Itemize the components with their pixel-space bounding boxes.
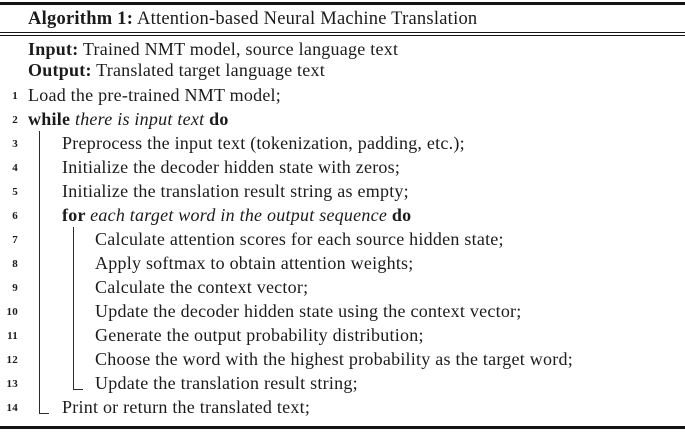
line-number: 6 [12, 210, 18, 222]
bottom-rule [0, 426, 685, 429]
algorithm-caption: Algorithm 1: Attention-based Neural Mach… [0, 5, 685, 32]
line-content: Calculate attention scores for each sour… [95, 227, 504, 251]
line-content: while there is input text do [28, 107, 229, 131]
statement-text: Update the decoder hidden state using th… [95, 301, 522, 321]
line-number: 3 [12, 138, 18, 150]
line-content: Update the translation result string; [95, 371, 358, 395]
keyword-text: do [387, 205, 412, 225]
algorithm-caption-label: Algorithm 1: [28, 9, 134, 29]
statement-text: Initialize the decoder hidden state with… [62, 157, 401, 177]
statement-text: Preprocess the input text (tokenization,… [62, 133, 465, 153]
algorithm-line: 6 for each target word in the output sequ… [0, 203, 685, 227]
line-content: Choose the word with the highest probabi… [95, 347, 573, 371]
line-number: 9 [12, 282, 18, 294]
line-number: 11 [7, 330, 18, 342]
line-content: Preprocess the input text (tokenization,… [62, 131, 465, 155]
statement-text: Load the pre-trained NMT model; [28, 85, 282, 105]
statement-text: Calculate attention scores for each sour… [95, 229, 504, 249]
output-text: Translated target language text [91, 60, 325, 80]
while-block-rule [39, 131, 49, 414]
algorithm-line: 8 Apply softmax to obtain attention weigh… [0, 251, 685, 275]
algorithm-line: 5 Initialize the translation result strin… [0, 179, 685, 203]
statement-text: Calculate the context vector; [95, 277, 309, 297]
line-number: 1 [12, 90, 18, 102]
condition-text: there is input text [74, 109, 205, 129]
keyword-text: do [204, 109, 229, 129]
line-number: 10 [6, 306, 18, 318]
algorithm-line: 3 Preprocess the input text (tokenization… [0, 131, 685, 155]
line-number: 2 [12, 114, 18, 126]
line-content: Apply softmax to obtain attention weight… [95, 251, 414, 275]
line-number: 8 [12, 258, 18, 270]
algorithm-line: 4 Initialize the decoder hidden state wit… [0, 155, 685, 179]
line-content: Update the decoder hidden state using th… [95, 299, 522, 323]
for-block-rule [73, 227, 83, 390]
statement-text: Print or return the translated text; [62, 397, 311, 417]
caption-separator-rule [0, 32, 685, 36]
statement-text: Apply softmax to obtain attention weight… [95, 253, 414, 273]
statement-text: Generate the output probability distribu… [95, 325, 424, 345]
line-content: Initialize the decoder hidden state with… [62, 155, 400, 179]
line-number: 12 [6, 354, 18, 366]
statement-text: Choose the word with the highest probabi… [95, 349, 573, 369]
line-number: 5 [12, 186, 18, 198]
algorithm-line: 2 while there is input text do [0, 107, 685, 131]
algorithm-line: 10 Update the decoder hidden state using … [0, 299, 685, 323]
algorithm-line: 1 Load the pre-trained NMT model; [0, 83, 685, 107]
input-label: Input: [28, 39, 79, 59]
keyword-text: while [28, 109, 75, 129]
statement-text: Update the translation result string; [95, 373, 358, 393]
algorithm-body: 1 Load the pre-trained NMT model; 2 while t… [0, 83, 685, 419]
statement-text: Initialize the translation result string… [62, 181, 409, 201]
algorithm-line: 13 Update the translation result string; [0, 371, 685, 395]
line-content: Load the pre-trained NMT model; [28, 83, 281, 107]
line-number: 4 [12, 162, 18, 174]
while-block-end-foot [40, 413, 49, 414]
line-number: 14 [6, 402, 18, 414]
algorithm-line: 9 Calculate the context vector; [0, 275, 685, 299]
line-content: Initialize the translation result string… [62, 179, 409, 203]
for-block-end-foot [74, 389, 83, 390]
line-number: 13 [6, 378, 18, 390]
line-content: Print or return the translated text; [62, 395, 310, 419]
line-content: for each target word in the output seque… [62, 203, 411, 227]
top-rule [0, 2, 685, 5]
line-number: 7 [12, 234, 18, 246]
output-line: Output: Translated target language text [28, 60, 679, 81]
condition-text: each target word in the output sequence [90, 205, 388, 225]
io-block: Input: Trained NMT model, source languag… [0, 36, 685, 83]
keyword-text: for [62, 205, 91, 225]
algorithm-line: 14 Print or return the translated text; [0, 395, 685, 419]
input-text: Trained NMT model, source language text [78, 39, 399, 59]
algorithm-caption-title: Attention-based Neural Machine Translati… [133, 9, 478, 29]
line-content: Generate the output probability distribu… [95, 323, 424, 347]
algorithm-line: 12 Choose the word with the highest proba… [0, 347, 685, 371]
line-content: Calculate the context vector; [95, 275, 308, 299]
input-line: Input: Trained NMT model, source languag… [28, 39, 679, 60]
algorithm-line: 7 Calculate attention scores for each sou… [0, 227, 685, 251]
output-label: Output: [28, 60, 92, 80]
algorithm-line: 11 Generate the output probability distri… [0, 323, 685, 347]
